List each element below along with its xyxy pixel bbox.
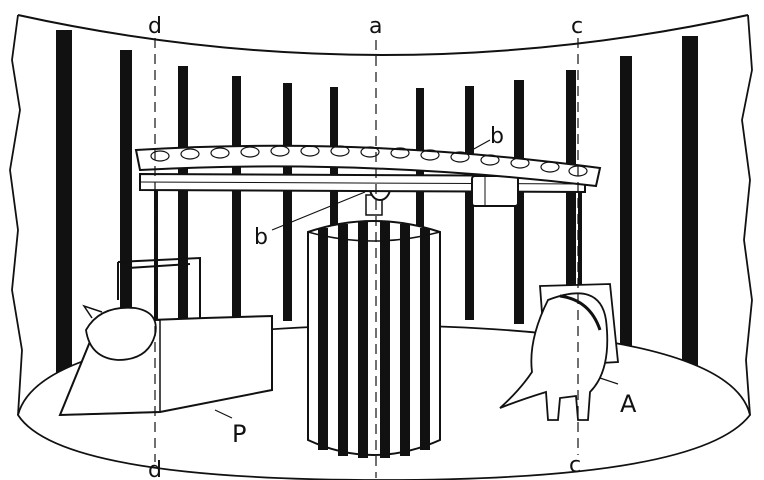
- leader-p: [214, 409, 233, 419]
- label-b-lower: b: [254, 225, 268, 250]
- chain-link: [540, 161, 560, 173]
- wall-stripe: [56, 30, 72, 390]
- wall-stripe: [283, 83, 292, 321]
- passive-kitten-head: [85, 306, 157, 361]
- cylinder-stripe: [318, 228, 328, 450]
- active-kitten-harness: [499, 192, 619, 421]
- central-cylinder: [307, 220, 441, 458]
- chain-link: [330, 145, 350, 157]
- wall-stripe: [465, 86, 474, 320]
- drum-wall-outline: [17, 14, 749, 56]
- cylinder-stripe: [380, 222, 390, 458]
- chain-link: [210, 147, 230, 159]
- label-d-top: d: [148, 14, 162, 39]
- beam-coupling: [471, 175, 519, 207]
- wall-stripe: [620, 56, 632, 348]
- active-kitten-body: [499, 292, 609, 421]
- gondola-frame: [117, 256, 201, 330]
- label-c-top: c: [571, 14, 583, 39]
- label-c-bottom: c: [569, 453, 581, 478]
- chain-link: [510, 157, 530, 169]
- active-kitten-harness-strap: [559, 294, 602, 331]
- label-d-bottom: d: [148, 458, 162, 480]
- chain-link: [240, 146, 260, 158]
- rotating-beam: [139, 172, 586, 207]
- label-a-kitten: A: [620, 390, 637, 418]
- chain-link: [360, 146, 380, 158]
- leader-a: [599, 377, 619, 385]
- wall-stripe: [120, 50, 132, 350]
- label-b-upper: b: [490, 124, 504, 149]
- label-a-top: a: [369, 14, 382, 39]
- wall-stripe: [416, 88, 424, 320]
- wall-stripe: [682, 36, 698, 366]
- labels: d a c b b P A d c: [148, 14, 637, 480]
- cylinder-stripe: [338, 224, 348, 456]
- chain-link: [420, 149, 440, 161]
- drum-wall-right-edge: [741, 14, 753, 416]
- cylinder-stripe: [420, 228, 430, 450]
- drive-chain: [134, 144, 602, 188]
- cylinder-stripes: [318, 222, 430, 458]
- wall-stripe: [330, 87, 338, 319]
- cylinder-stripe: [400, 224, 410, 456]
- cylinder-stripe: [358, 222, 368, 458]
- chain-link: [450, 151, 470, 163]
- cylinder-top-rim: [307, 231, 441, 242]
- wall-stripe: [232, 76, 241, 322]
- wall-stripe: [566, 70, 576, 330]
- chain-link: [270, 145, 290, 157]
- axis-lines: [154, 38, 579, 478]
- passive-gondola: [58, 190, 273, 417]
- chain-link: [390, 147, 410, 159]
- passive-kitten-ear: [82, 304, 103, 319]
- label-p: P: [232, 420, 246, 448]
- chain-link: [180, 148, 200, 160]
- wall-stripe: [178, 66, 188, 328]
- chain-link: [150, 150, 170, 162]
- leader-lines: [214, 139, 619, 419]
- chain-link: [480, 154, 500, 166]
- drum-wall-left-edge: [9, 14, 23, 416]
- leader-b-lower: [271, 191, 366, 231]
- leader-b-upper: [471, 139, 491, 151]
- chain-link: [300, 145, 320, 157]
